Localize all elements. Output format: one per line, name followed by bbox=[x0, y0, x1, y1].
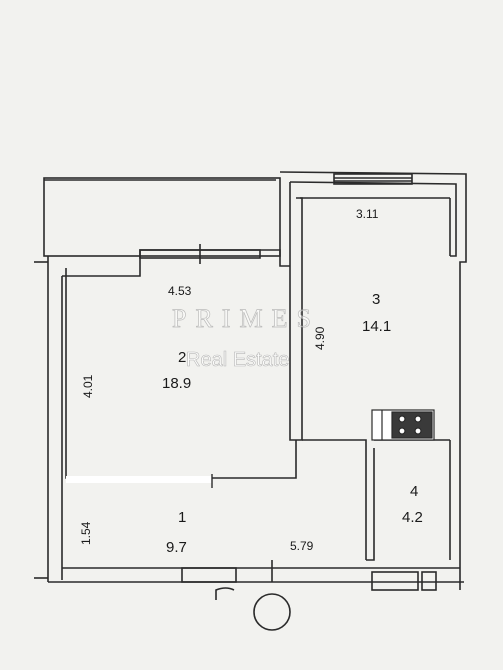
dimension-living-width: 4.53 bbox=[168, 284, 192, 298]
utility-shaft bbox=[371, 571, 419, 591]
dimension-kitchen-depth: 4.90 bbox=[313, 326, 327, 350]
dimension-kitchen-width: 3.11 bbox=[356, 207, 379, 221]
kitchen-appliances bbox=[371, 409, 435, 441]
utility-shaft-small bbox=[421, 571, 437, 591]
kitchen-window bbox=[333, 173, 413, 185]
balcony bbox=[43, 177, 281, 257]
room-4-area: 4.2 bbox=[402, 509, 423, 526]
room-4-number: 4 bbox=[410, 483, 418, 500]
walls bbox=[34, 171, 467, 631]
wall-opening bbox=[66, 476, 212, 483]
entrance-marker-circle bbox=[253, 593, 291, 631]
room-3-number: 3 bbox=[372, 291, 380, 308]
room-1-area: 9.7 bbox=[166, 539, 187, 556]
watermark-subtitle: Real Estate bbox=[186, 349, 289, 371]
room-2-number: 2 bbox=[178, 349, 186, 366]
dimension-living-depth: 4.01 bbox=[81, 374, 95, 398]
room-1-number: 1 bbox=[178, 509, 186, 526]
dimension-hall-depth: 1.54 bbox=[79, 521, 93, 545]
stove-burners bbox=[391, 411, 433, 439]
entrance-door-arc bbox=[215, 587, 235, 600]
room-2-area: 18.9 bbox=[162, 375, 191, 392]
room-3-area: 14.1 bbox=[362, 318, 391, 335]
entrance-door-frame bbox=[181, 567, 237, 583]
watermark-brand: PRIMES bbox=[172, 304, 320, 333]
dimension-hall-width: 5.79 bbox=[290, 539, 314, 553]
